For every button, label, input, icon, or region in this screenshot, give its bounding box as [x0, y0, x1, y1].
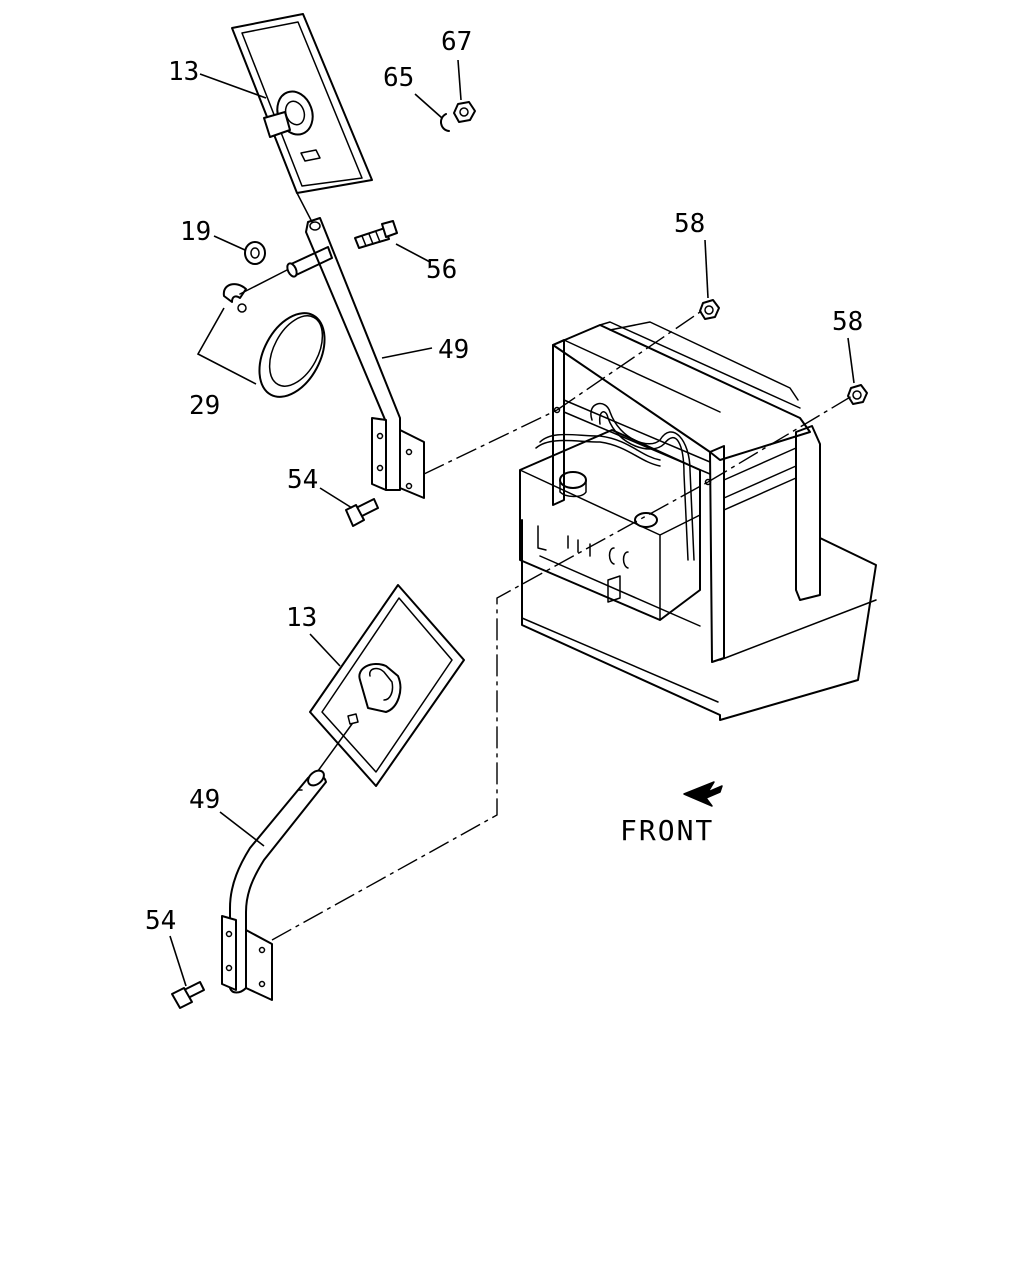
label-upper-arm: 49 [438, 335, 469, 365]
label-nut-67: 67 [441, 27, 472, 57]
ring-65 [440, 113, 450, 132]
label-ring-65: 65 [383, 63, 414, 93]
lamp-29 [258, 312, 326, 398]
front-direction-label: FRONT [620, 814, 714, 847]
swivel-pin [286, 246, 333, 278]
bolt-56 [354, 220, 398, 249]
label-nut-58-b: 58 [832, 307, 863, 337]
label-lower-mirror: 13 [286, 603, 317, 633]
label-upper-mirror: 13 [168, 57, 199, 87]
lower-bolt-54 [171, 981, 205, 1009]
label-upper-bolt: 54 [287, 465, 318, 495]
washer-19 [244, 241, 266, 265]
lower-mirror [309, 584, 465, 787]
lamp-clip [222, 269, 288, 313]
lower-arm [221, 769, 327, 1001]
label-lower-bolt: 54 [145, 906, 176, 936]
label-washer-19: 19 [180, 217, 211, 247]
battery-frame-assembly [519, 321, 877, 721]
upper-arm [305, 217, 425, 499]
upper-mirror [231, 13, 373, 194]
upper-bolt-54 [345, 498, 379, 527]
label-lower-arm: 49 [189, 785, 220, 815]
label-nut-58-a: 58 [674, 209, 705, 239]
label-lamp-29: 29 [189, 391, 220, 421]
nut-58-a [699, 299, 720, 320]
front-arrow-icon [683, 781, 723, 807]
alignment-lines [271, 309, 853, 941]
upper-mirror-stem [296, 192, 313, 223]
nut-67 [453, 101, 476, 123]
nut-58-b [847, 384, 868, 405]
leader-lines [169, 59, 855, 987]
label-bolt-56: 56 [426, 255, 457, 285]
